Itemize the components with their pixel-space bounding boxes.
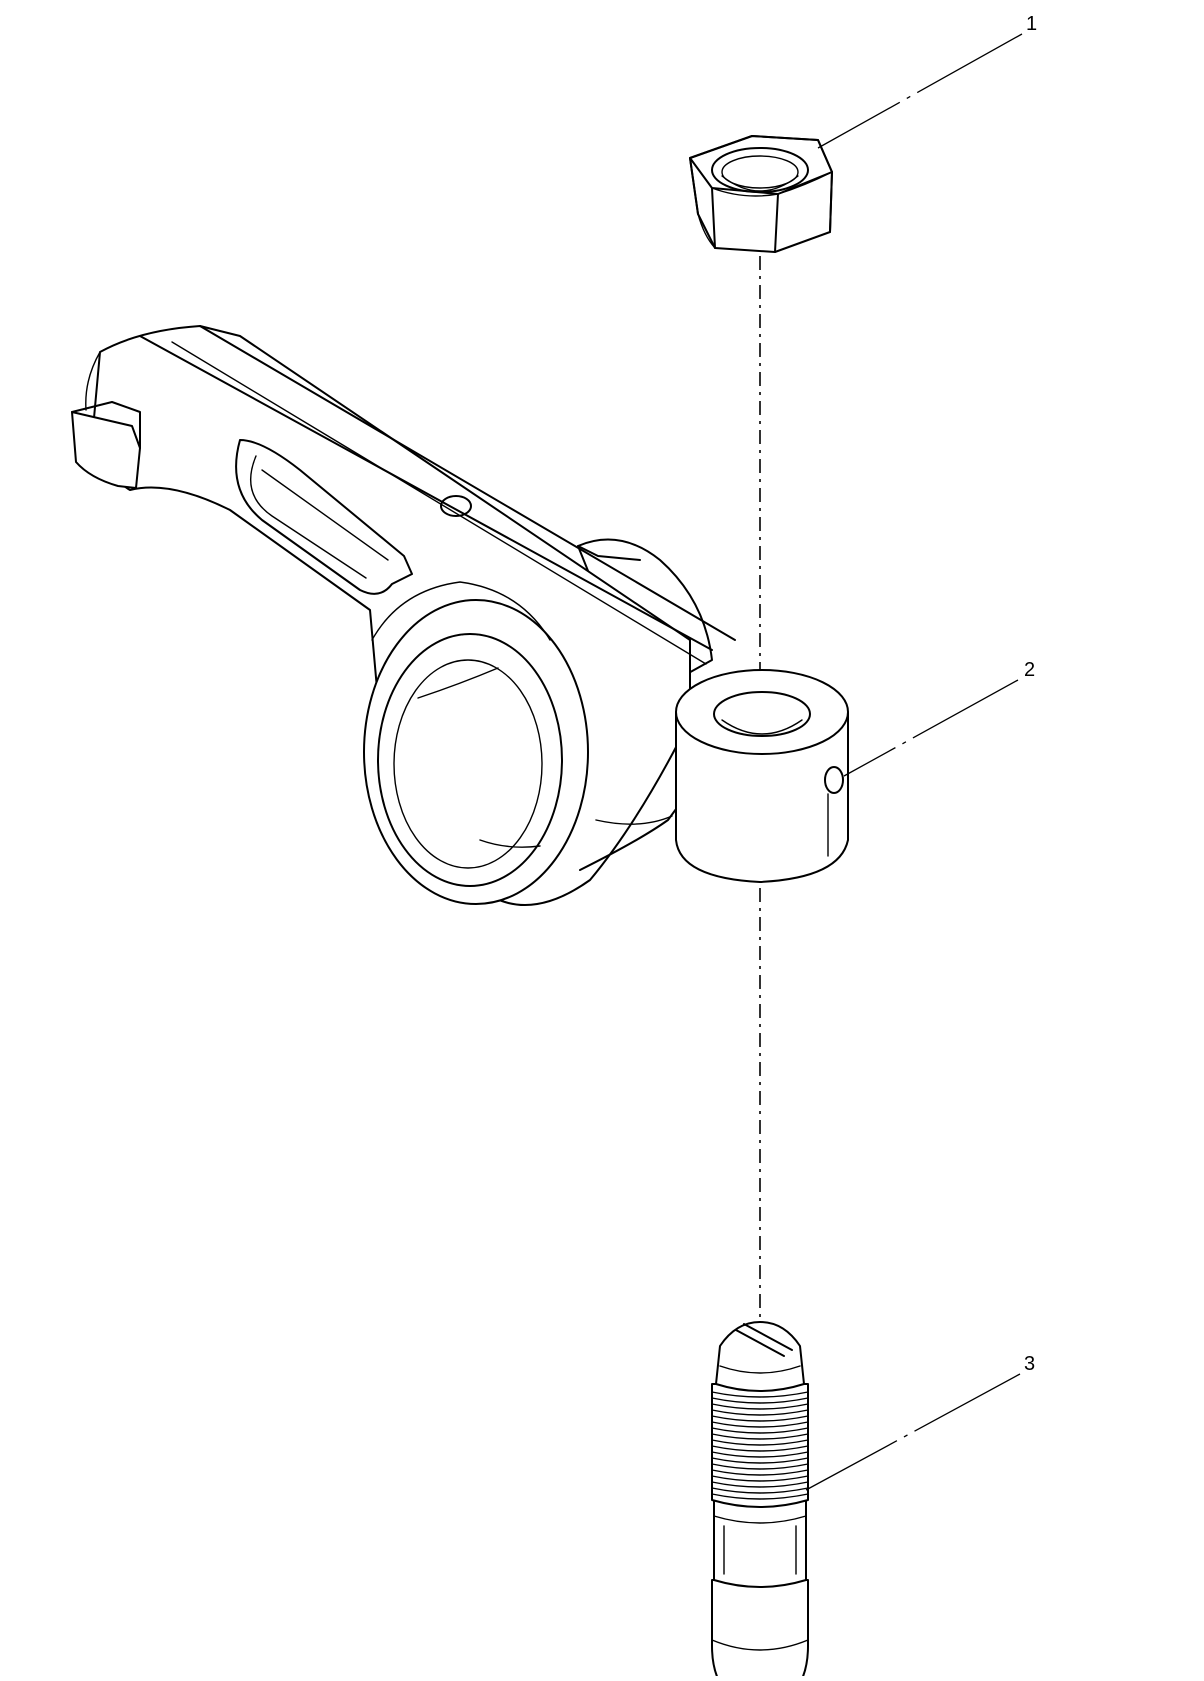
- callout-3-leader: [805, 1373, 1021, 1491]
- adjusting-screw-icon: [711, 1321, 809, 1681]
- thread-line: [711, 1403, 809, 1410]
- thread-line: [711, 1457, 809, 1464]
- thread-line: [711, 1409, 809, 1416]
- callout-1-leader: [817, 33, 1023, 149]
- thread-line: [711, 1397, 809, 1404]
- callout-1-label: 1: [1026, 13, 1037, 35]
- thread-line: [711, 1433, 809, 1440]
- callout-2: 2: [843, 659, 1035, 777]
- callout-2-leader: [843, 679, 1019, 777]
- thread-line: [711, 1487, 809, 1494]
- thread-line: [711, 1415, 809, 1422]
- screw-threads: [711, 1391, 809, 1500]
- thread-line: [711, 1451, 809, 1458]
- rocker-arm-icon: [71, 325, 736, 906]
- thread-line: [711, 1427, 809, 1434]
- callout-2-label: 2: [1024, 659, 1035, 681]
- thread-line: [711, 1421, 809, 1428]
- adjuster-boss-icon: [675, 669, 849, 883]
- thread-line: [711, 1391, 809, 1398]
- thread-line: [711, 1493, 809, 1500]
- thread-line: [711, 1463, 809, 1470]
- thread-line: [711, 1475, 809, 1482]
- thread-line: [711, 1445, 809, 1452]
- thread-line: [711, 1469, 809, 1476]
- thread-line: [711, 1481, 809, 1488]
- callout-3: 3: [805, 1353, 1035, 1491]
- callout-1: 1: [817, 13, 1037, 149]
- thread-line: [711, 1439, 809, 1446]
- hex-nut-icon: [689, 135, 833, 253]
- callout-3-label: 3: [1024, 1353, 1035, 1375]
